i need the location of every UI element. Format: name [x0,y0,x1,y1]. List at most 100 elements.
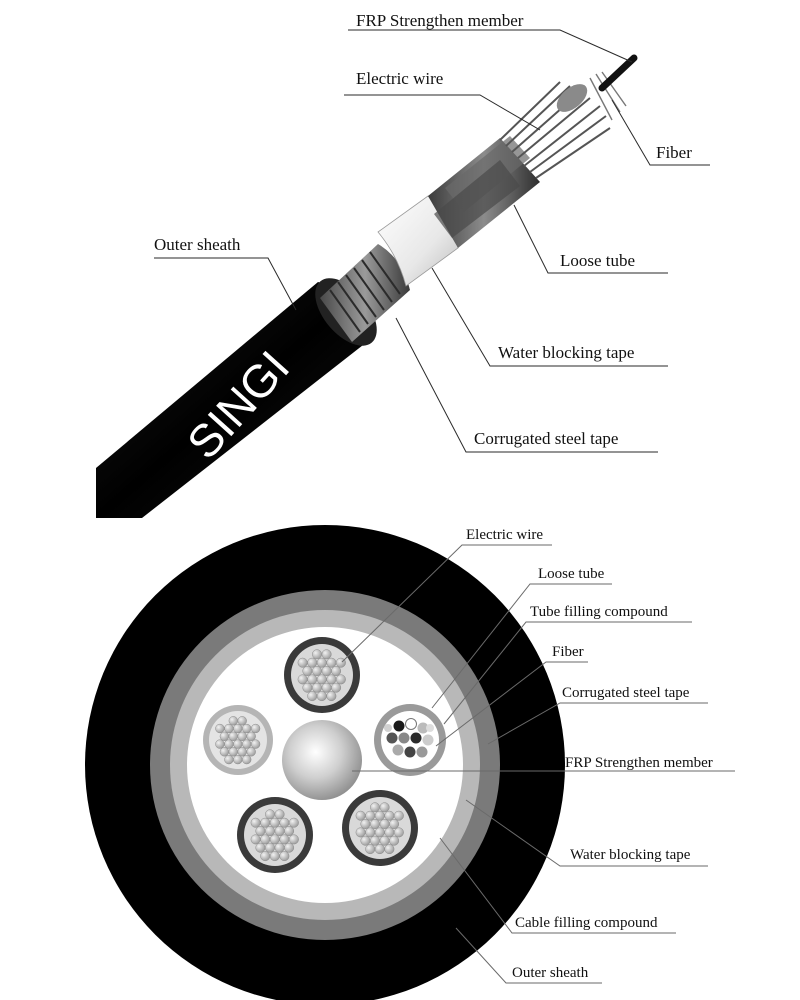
wire-strand [215,739,225,749]
wire-strand [255,826,266,836]
wire-strand [260,851,271,862]
frp-rod-side [598,54,638,92]
wire-strand [360,819,371,829]
electric-wire-side [499,81,611,179]
wire-strand [260,817,271,828]
electric-wire-section-top [284,637,360,713]
wire-strand [269,817,280,828]
wire-strand [265,842,275,853]
label-outer-sheath-side: Outer sheath [154,235,241,254]
wire-strand [237,716,247,726]
wire-strand [321,666,332,676]
wire-strand [242,754,252,765]
wire-strand [335,674,346,685]
electric-wire-section-left [203,705,273,775]
wire-strand [219,747,230,757]
wire-strand [260,834,271,845]
electric-wire-section-lower-right [342,790,418,866]
wire-strand [288,834,299,845]
label-frp-side: FRP Strengthen member [356,11,524,30]
wire-strand [312,682,322,693]
label-fiber-section: Fiber [552,644,584,660]
wire-strands [297,649,346,702]
wire-strand [326,674,337,685]
wire-strand [374,844,385,855]
wire-strand [233,754,243,765]
fiber-side [589,71,627,121]
wire-strand [246,731,256,741]
wire-strand [331,666,342,676]
wire-strand [219,731,230,741]
wire-strand [321,682,332,693]
wire-strand [302,682,313,693]
wire-strand [279,851,290,862]
wire-strand [224,754,234,765]
wire-strand [316,691,327,702]
wire-strand [393,810,404,821]
wire-strand [250,739,261,749]
wire-strand [246,747,256,757]
wire-strand [242,739,252,749]
wire-strand [384,810,395,821]
wire-strand [274,809,285,820]
wire-strand [307,657,318,668]
wire-strand [297,657,308,668]
wire-strand [355,827,366,838]
wire-strands [215,716,261,765]
wire-strand [228,716,238,726]
wire-strand [224,739,234,749]
outer-sheath-side [96,282,372,518]
corrugated-steel-tape-side [320,244,410,342]
wire-strand [237,747,247,757]
wire-strand [384,827,395,838]
label-fiber-side: Fiber [656,143,692,162]
wire-strand [312,649,322,660]
wire-strand [379,802,390,813]
wire-strand [269,834,280,845]
wire-strand [215,723,225,734]
wire-strand [284,826,295,836]
electric-wire-section-lower-left [237,797,313,873]
wire-strand [326,691,337,702]
wire-strand [365,810,376,821]
wire-strand [326,657,337,668]
wire-strand [331,682,342,693]
wire-strand [302,666,313,676]
wire-strand [250,723,261,734]
wire-strand [265,826,275,836]
label-water-blocking-tape-section: Water blocking tape [570,847,691,863]
label-electric-wire-section: Electric wire [466,527,543,543]
wire-strand [274,826,285,836]
wire-strand [374,827,385,838]
wire-strand [279,834,290,845]
wire-strand [360,835,371,846]
frp-member-section [282,720,362,800]
label-cable-filling-compound: Cable filling compound [515,915,658,931]
wire-strand [288,817,299,828]
wire-strand [233,739,243,749]
wire-strands [250,809,299,862]
wire-strand [307,674,318,685]
label-tube-filling-compound: Tube filling compound [530,604,668,620]
wire-strand [307,691,318,702]
wire-strand [379,819,390,829]
label-electric-wire-side: Electric wire [356,69,443,88]
label-corrugated-steel-tape-side: Corrugated steel tape [474,429,618,448]
wire-strand [365,844,376,855]
wire-strand [233,723,243,734]
wire-strand [389,835,400,846]
cross-section: Electric wire Loose tube Tube filling co… [85,525,735,1000]
wire-strand [379,835,390,846]
wire-strand [312,666,322,676]
wire-strand [279,817,290,828]
side-view: SINGI FRP Strengthen member Electric wir… [96,11,710,518]
wire-strand [250,834,261,845]
wire-strand [370,802,380,813]
wire-strand [393,827,404,838]
wire-strand [370,835,380,846]
wire-strand [389,819,400,829]
wire-strand [265,809,275,820]
loose-tube-section [374,704,446,776]
